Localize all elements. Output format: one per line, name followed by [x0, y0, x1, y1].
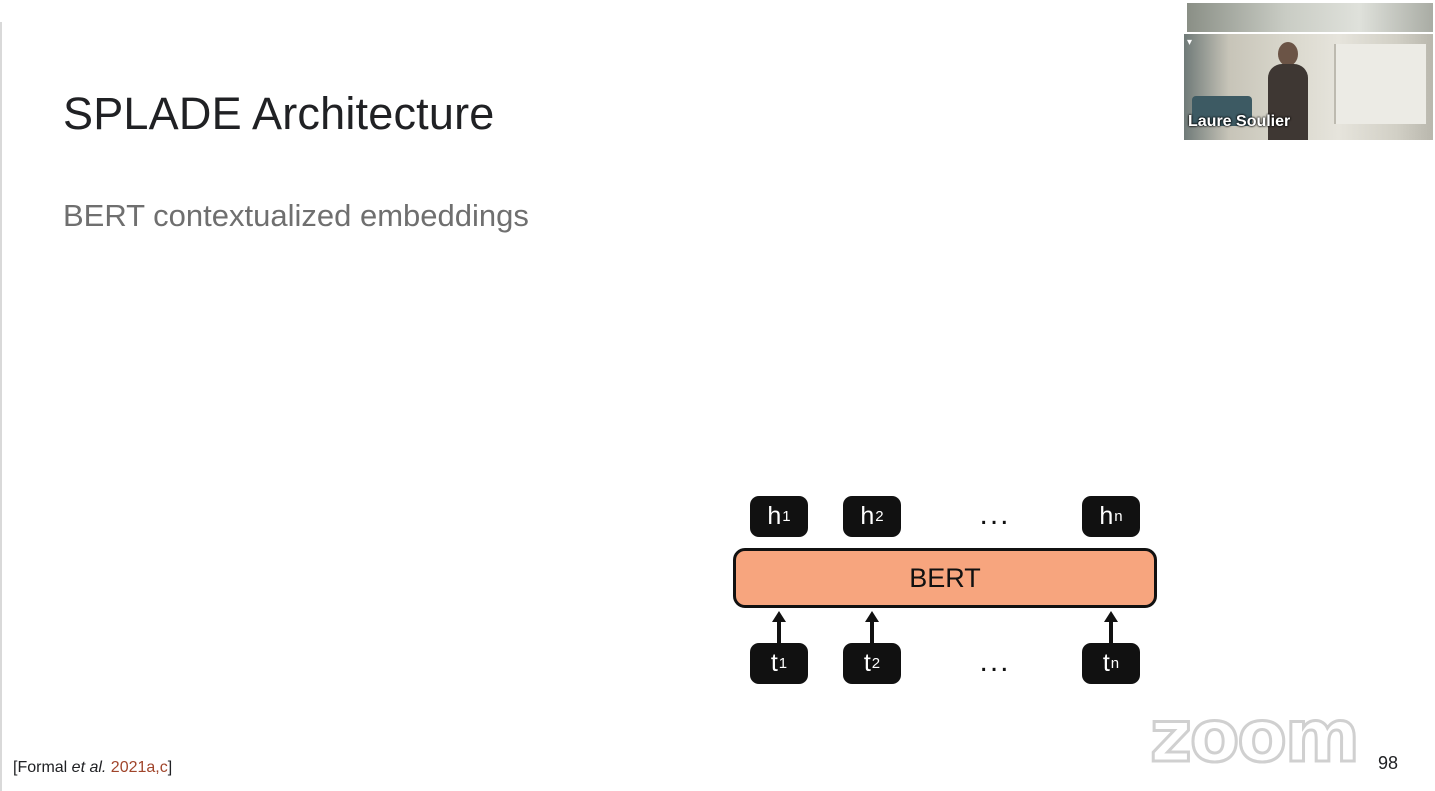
mic-icon: ▾: [1187, 37, 1193, 48]
token-subscript: 1: [782, 508, 791, 525]
output-ellipsis: ...: [979, 498, 1011, 531]
citation: [Formal et al. 2021a,c]: [13, 759, 172, 777]
arrow-up-icon: [865, 611, 879, 643]
slide-page-number: 98: [1378, 753, 1399, 773]
arrow-up-icon: [1104, 611, 1118, 643]
token-subscript: 1: [778, 655, 788, 672]
arrow-up-icon: [772, 611, 786, 643]
citation-year-link[interactable]: 2021a,c: [106, 759, 168, 776]
whiteboard: [1334, 44, 1426, 124]
input-ellipsis: ...: [979, 645, 1011, 678]
speaker-body: [1268, 64, 1308, 140]
token-subscript: n: [1110, 655, 1120, 672]
token-base: t: [863, 649, 871, 677]
token-base: t: [1102, 649, 1110, 677]
video-thumbnail-strip[interactable]: [1187, 3, 1433, 32]
slide-title: SPLADE Architecture: [63, 88, 495, 139]
slide-subtitle: BERT contextualized embeddings: [63, 198, 529, 233]
token-base: t: [770, 649, 778, 677]
participant-name: Laure Soulier: [1188, 113, 1291, 130]
token-base: h: [860, 502, 875, 530]
speaker-figure: [1266, 42, 1310, 140]
slide-left-edge: [0, 22, 2, 791]
bert-model-box: BERT: [733, 548, 1157, 608]
zoom-watermark-logo: zoom: [1149, 694, 1362, 778]
speaker-head: [1278, 42, 1298, 66]
token-base: h: [767, 502, 782, 530]
chair: [1192, 96, 1252, 126]
citation-close: ]: [167, 759, 173, 776]
participant-video-tile[interactable]: ▾ Laure Soulier: [1184, 34, 1433, 140]
citation-et-al: et al.: [71, 759, 107, 776]
token-subscript: 2: [875, 508, 884, 525]
token-base: h: [1099, 502, 1114, 530]
citation-open: [Formal: [13, 759, 72, 776]
token-subscript: n: [1114, 508, 1123, 525]
token-subscript: 2: [871, 655, 881, 672]
